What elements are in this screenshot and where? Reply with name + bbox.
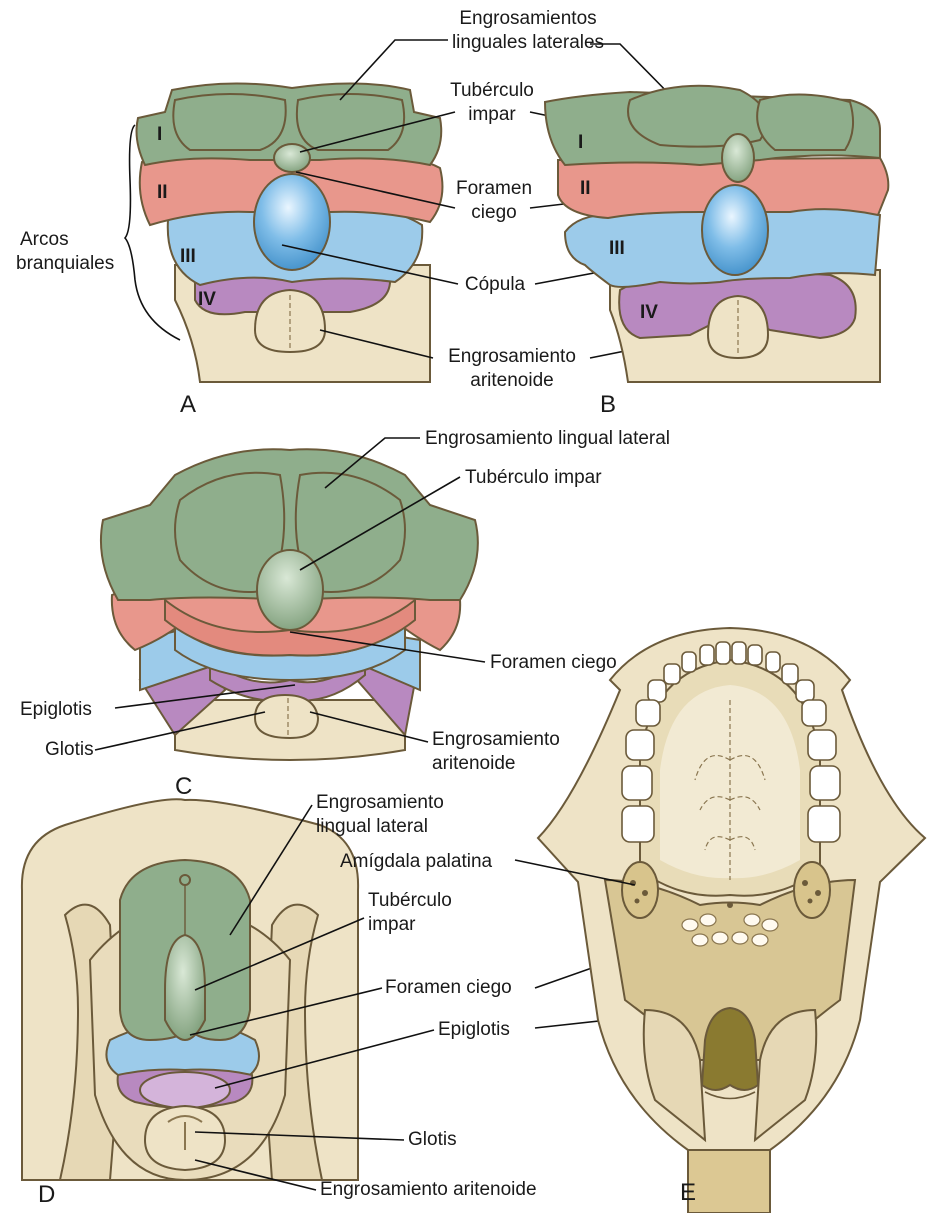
label-e-amigdala: Amígdala palatina	[340, 851, 493, 872]
panel-e-amigdala-right	[794, 862, 830, 918]
label-a-foramen-1: Foramen	[456, 178, 532, 199]
panel-d	[22, 799, 358, 1180]
label-a-foramen-2: ciego	[471, 202, 516, 223]
label-d-tuberculo-2: impar	[368, 914, 416, 935]
label-c-aritenoide-1: Engrosamiento	[432, 729, 560, 750]
panel-a-letter: A	[180, 391, 196, 418]
label-a-aritenoide-1: Engrosamiento	[448, 346, 576, 367]
panel-b-copula	[702, 185, 768, 275]
panel-b-tuberculo-impar	[722, 134, 754, 182]
label-a-arcos-1: Arcos	[20, 229, 69, 250]
label-c-aritenoide-2: aritenoide	[432, 753, 515, 774]
panel-a-roman-i: I	[157, 124, 162, 145]
panel-c-aritenoide	[255, 695, 318, 738]
panel-e-foramen-ciego	[727, 902, 733, 908]
panel-b-roman-i: I	[578, 132, 583, 153]
label-c-lateral: Engrosamiento lingual lateral	[425, 428, 670, 449]
panel-d-foramen-dot	[180, 875, 190, 885]
label-a-arcos-2: branquiales	[16, 253, 114, 274]
label-c-glotis: Glotis	[45, 739, 94, 760]
panel-b-roman-ii: II	[580, 178, 591, 199]
panel-a-roman-ii: II	[157, 182, 168, 203]
label-a-lateral-2: linguales laterales	[452, 32, 604, 53]
panel-b-letter: B	[600, 391, 616, 418]
panel-d-epiglotis	[140, 1072, 230, 1108]
panel-a-lateral-left	[173, 94, 285, 150]
label-d-foramen: Foramen ciego	[385, 977, 512, 998]
panel-b-roman-iii: III	[609, 238, 625, 259]
label-c-epiglotis: Epiglotis	[20, 699, 92, 720]
label-d-lateral-1: Engrosamiento	[316, 792, 444, 813]
label-d-epiglotis: Epiglotis	[438, 1019, 510, 1040]
label-c-tuberculo: Tubérculo impar	[465, 467, 602, 488]
label-a-lateral-1: Engrosamientos	[459, 8, 596, 29]
panel-d-letter: D	[38, 1181, 55, 1208]
panel-b-lateral-right	[757, 94, 853, 150]
panel-e-letter: E	[680, 1179, 696, 1206]
panel-a-lateral-right	[297, 94, 404, 150]
label-c-foramen: Foramen ciego	[490, 652, 617, 673]
panel-c-letter: C	[175, 773, 192, 800]
panel-e	[538, 628, 925, 1213]
panel-c	[101, 449, 478, 760]
label-d-glotis: Glotis	[408, 1129, 457, 1150]
panel-b-roman-iv: IV	[640, 302, 658, 323]
panel-a-roman-iv: IV	[198, 289, 216, 310]
panel-a-copula	[254, 174, 330, 270]
panel-e-epiglotis	[702, 1008, 758, 1090]
panel-e-amigdala-left	[622, 862, 658, 918]
panel-a-roman-iii: III	[180, 246, 196, 267]
label-a-copula: Cópula	[465, 274, 526, 295]
label-a-aritenoide-2: aritenoide	[470, 370, 553, 391]
label-d-aritenoide: Engrosamiento aritenoide	[320, 1179, 537, 1200]
label-d-tuberculo-1: Tubérculo	[368, 890, 452, 911]
label-d-lateral-2: lingual lateral	[316, 816, 428, 837]
label-a-tuberculo-2: impar	[468, 104, 516, 125]
panel-b	[545, 86, 888, 382]
label-a-tuberculo-1: Tubérculo	[450, 80, 534, 101]
panel-a-tuberculo-impar	[274, 144, 310, 172]
